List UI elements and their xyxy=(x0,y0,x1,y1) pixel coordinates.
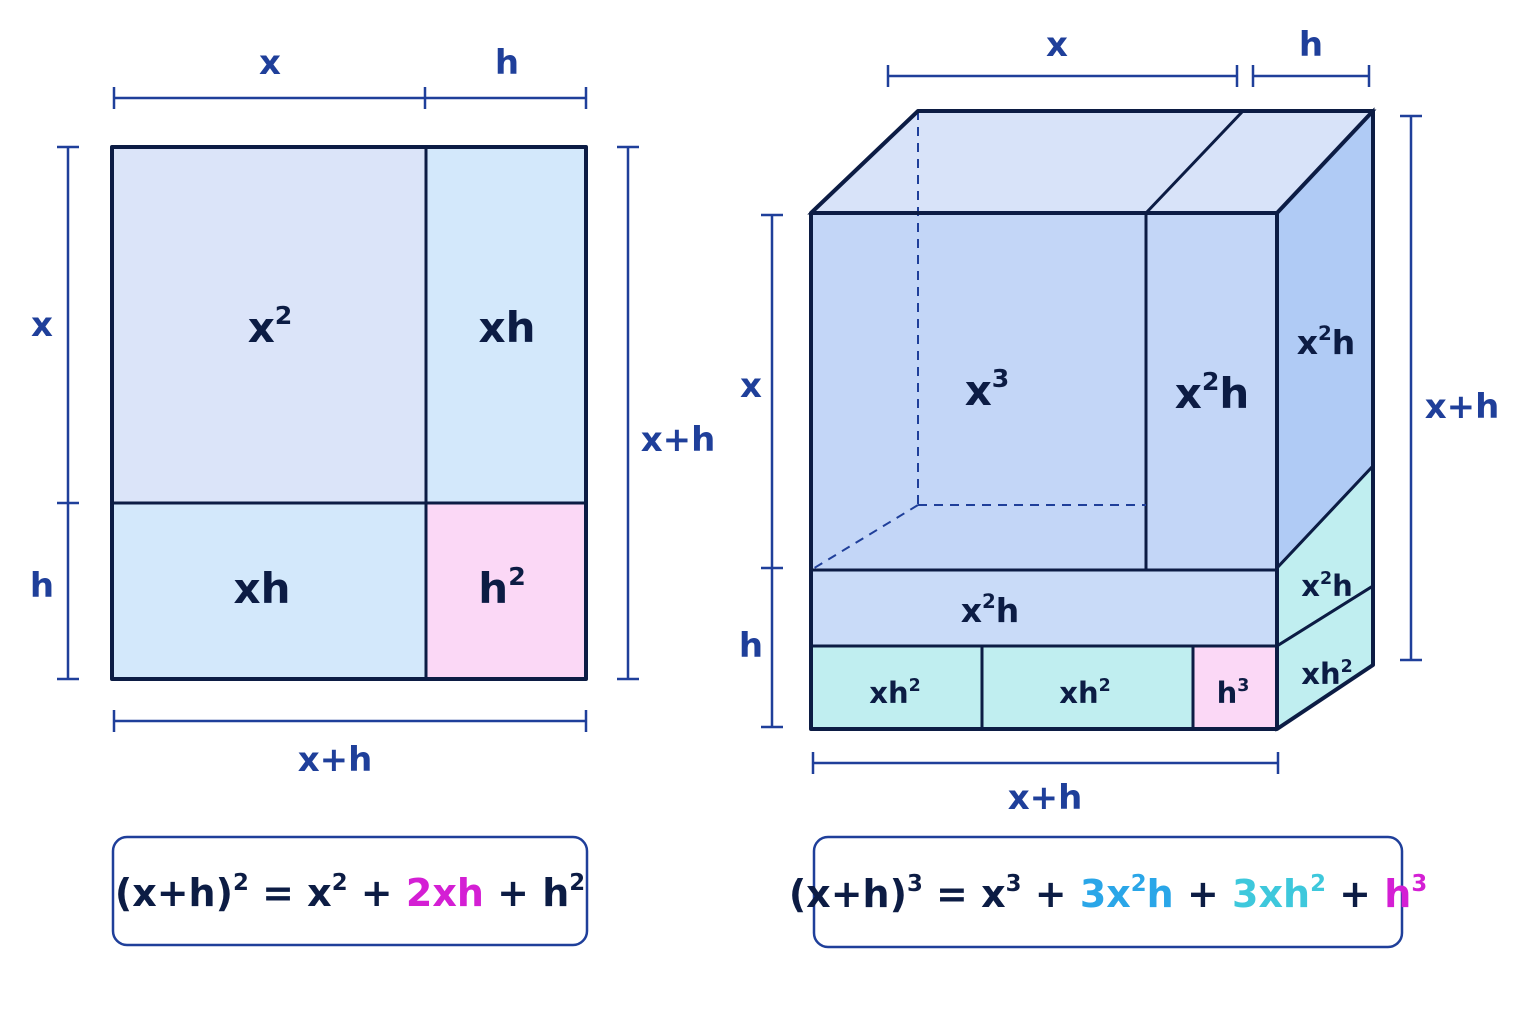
cube-hidden-depth-edge xyxy=(810,504,919,571)
square-outline xyxy=(110,145,588,681)
cube-right-dimension: x+h xyxy=(1400,114,1500,662)
square-bottom-dimension: x+h xyxy=(112,710,588,780)
square-top-h-label: h xyxy=(495,43,519,83)
square-equation: (x+h)2 = x2 + 2xh + h2 xyxy=(115,870,585,915)
cube-left-dimension: x h xyxy=(739,213,783,729)
cube-left-h-label: h xyxy=(739,626,763,666)
square-right-dimension: x+h xyxy=(617,145,716,681)
square-x2-label: x2 xyxy=(248,301,293,352)
cube-equation: (x+h)3 = x3 + 3x2h + 3xh2 + h3 xyxy=(789,871,1427,916)
cube-xh2-b-label: xh2 xyxy=(1059,676,1110,710)
square-diagram: x h x h x+h x+h xyxy=(30,43,716,947)
square-top-x-label: x xyxy=(259,43,281,83)
square-left-dimension: x h xyxy=(30,145,79,681)
cube-bottom-total-label: x+h xyxy=(1008,778,1083,818)
cube-x3-region xyxy=(809,211,1148,572)
cube-diagram: x h x h x+h x+h xyxy=(739,25,1500,949)
square-bottom-total-label: x+h xyxy=(298,740,373,780)
square-xh-top-label: xh xyxy=(479,303,536,352)
cube-bottom-dimension: x+h xyxy=(811,752,1280,818)
square-xh-bottom-label: xh xyxy=(234,564,291,613)
square-left-x-label: x xyxy=(31,305,53,345)
square-left-h-label: h xyxy=(30,566,54,606)
cube-x3-label: x3 xyxy=(965,364,1010,415)
cube-outline xyxy=(809,109,1375,731)
cube-top-dimension: x h xyxy=(886,25,1371,87)
square-h2-label: h2 xyxy=(478,562,525,613)
cube-x2h-slab-region xyxy=(809,568,1279,648)
cube-x2h-slab-label: x2h xyxy=(961,590,1020,630)
cube-x2h-front-region xyxy=(1144,211,1279,572)
cube-right-total-label: x+h xyxy=(1425,387,1500,427)
square-equation-box: (x+h)2 = x2 + 2xh + h2 xyxy=(111,835,589,947)
cube-x2h-front-label: x2h xyxy=(1175,367,1250,418)
cube-h3-region xyxy=(1191,644,1279,731)
cube-left-x-label: x xyxy=(740,366,762,406)
cube-xh2-a-label: xh2 xyxy=(869,676,920,710)
square-right-total-label: x+h xyxy=(641,420,716,460)
square-xh-bottom-region xyxy=(110,501,428,681)
cube-top-right-edge xyxy=(1275,109,1375,215)
cube-h3-label: h3 xyxy=(1217,676,1250,710)
cube-xh2-side-label: xh2 xyxy=(1301,657,1352,691)
cube-x2h-side-label: x2h xyxy=(1297,322,1356,362)
square-top-dimension: x h xyxy=(112,43,588,109)
cube-equation-box: (x+h)3 = x3 + 3x2h + 3xh2 + h3 xyxy=(789,835,1427,949)
cube-x2h-side-lower-label: x2h xyxy=(1301,569,1352,603)
cube-top-x-label: x xyxy=(1046,25,1068,65)
cube-top-divider xyxy=(1144,109,1245,215)
cube-top-h-label: h xyxy=(1299,25,1323,65)
